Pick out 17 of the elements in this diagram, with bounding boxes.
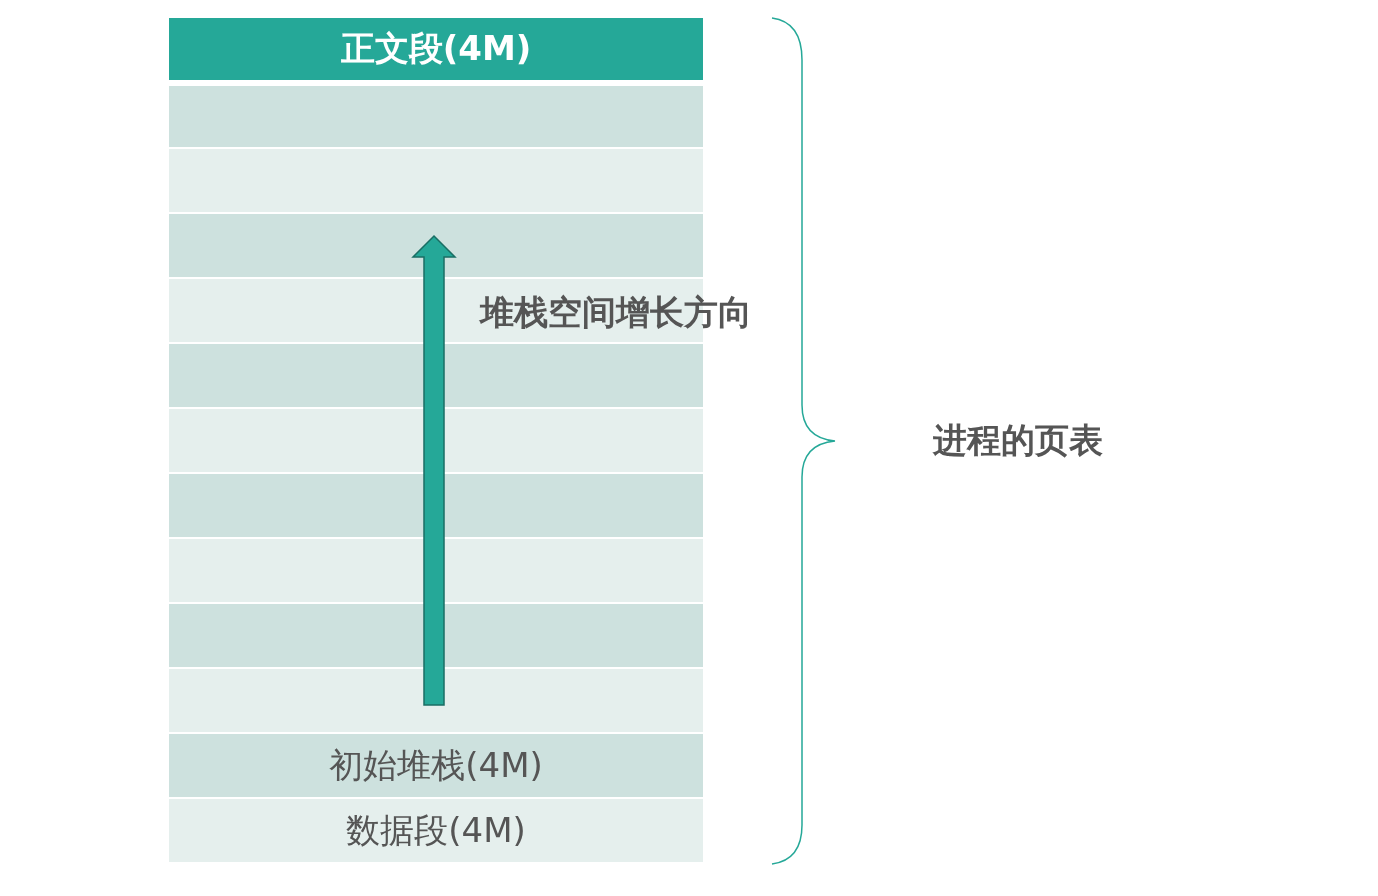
- memory-segment: [169, 734, 703, 797]
- memory-segment: [169, 409, 703, 472]
- memory-segment: [169, 474, 703, 537]
- segment-label: 数据段(4M): [346, 808, 526, 852]
- memory-segment: [169, 799, 703, 862]
- memory-segment: [169, 214, 703, 277]
- segment-label: 初始堆栈(4M): [329, 743, 543, 787]
- memory-segment: [169, 604, 703, 667]
- memory-segment: [169, 149, 703, 212]
- memory-segment: [169, 669, 703, 732]
- memory-segment: [169, 18, 703, 80]
- segment-label: 正文段(4M): [340, 27, 532, 70]
- memory-segment: [169, 344, 703, 407]
- memory-segment: [169, 86, 703, 147]
- bracket-label: 进程的页表: [933, 419, 1103, 462]
- arrow-label: 堆栈空间增长方向: [480, 291, 752, 334]
- memory-segment: [169, 539, 703, 602]
